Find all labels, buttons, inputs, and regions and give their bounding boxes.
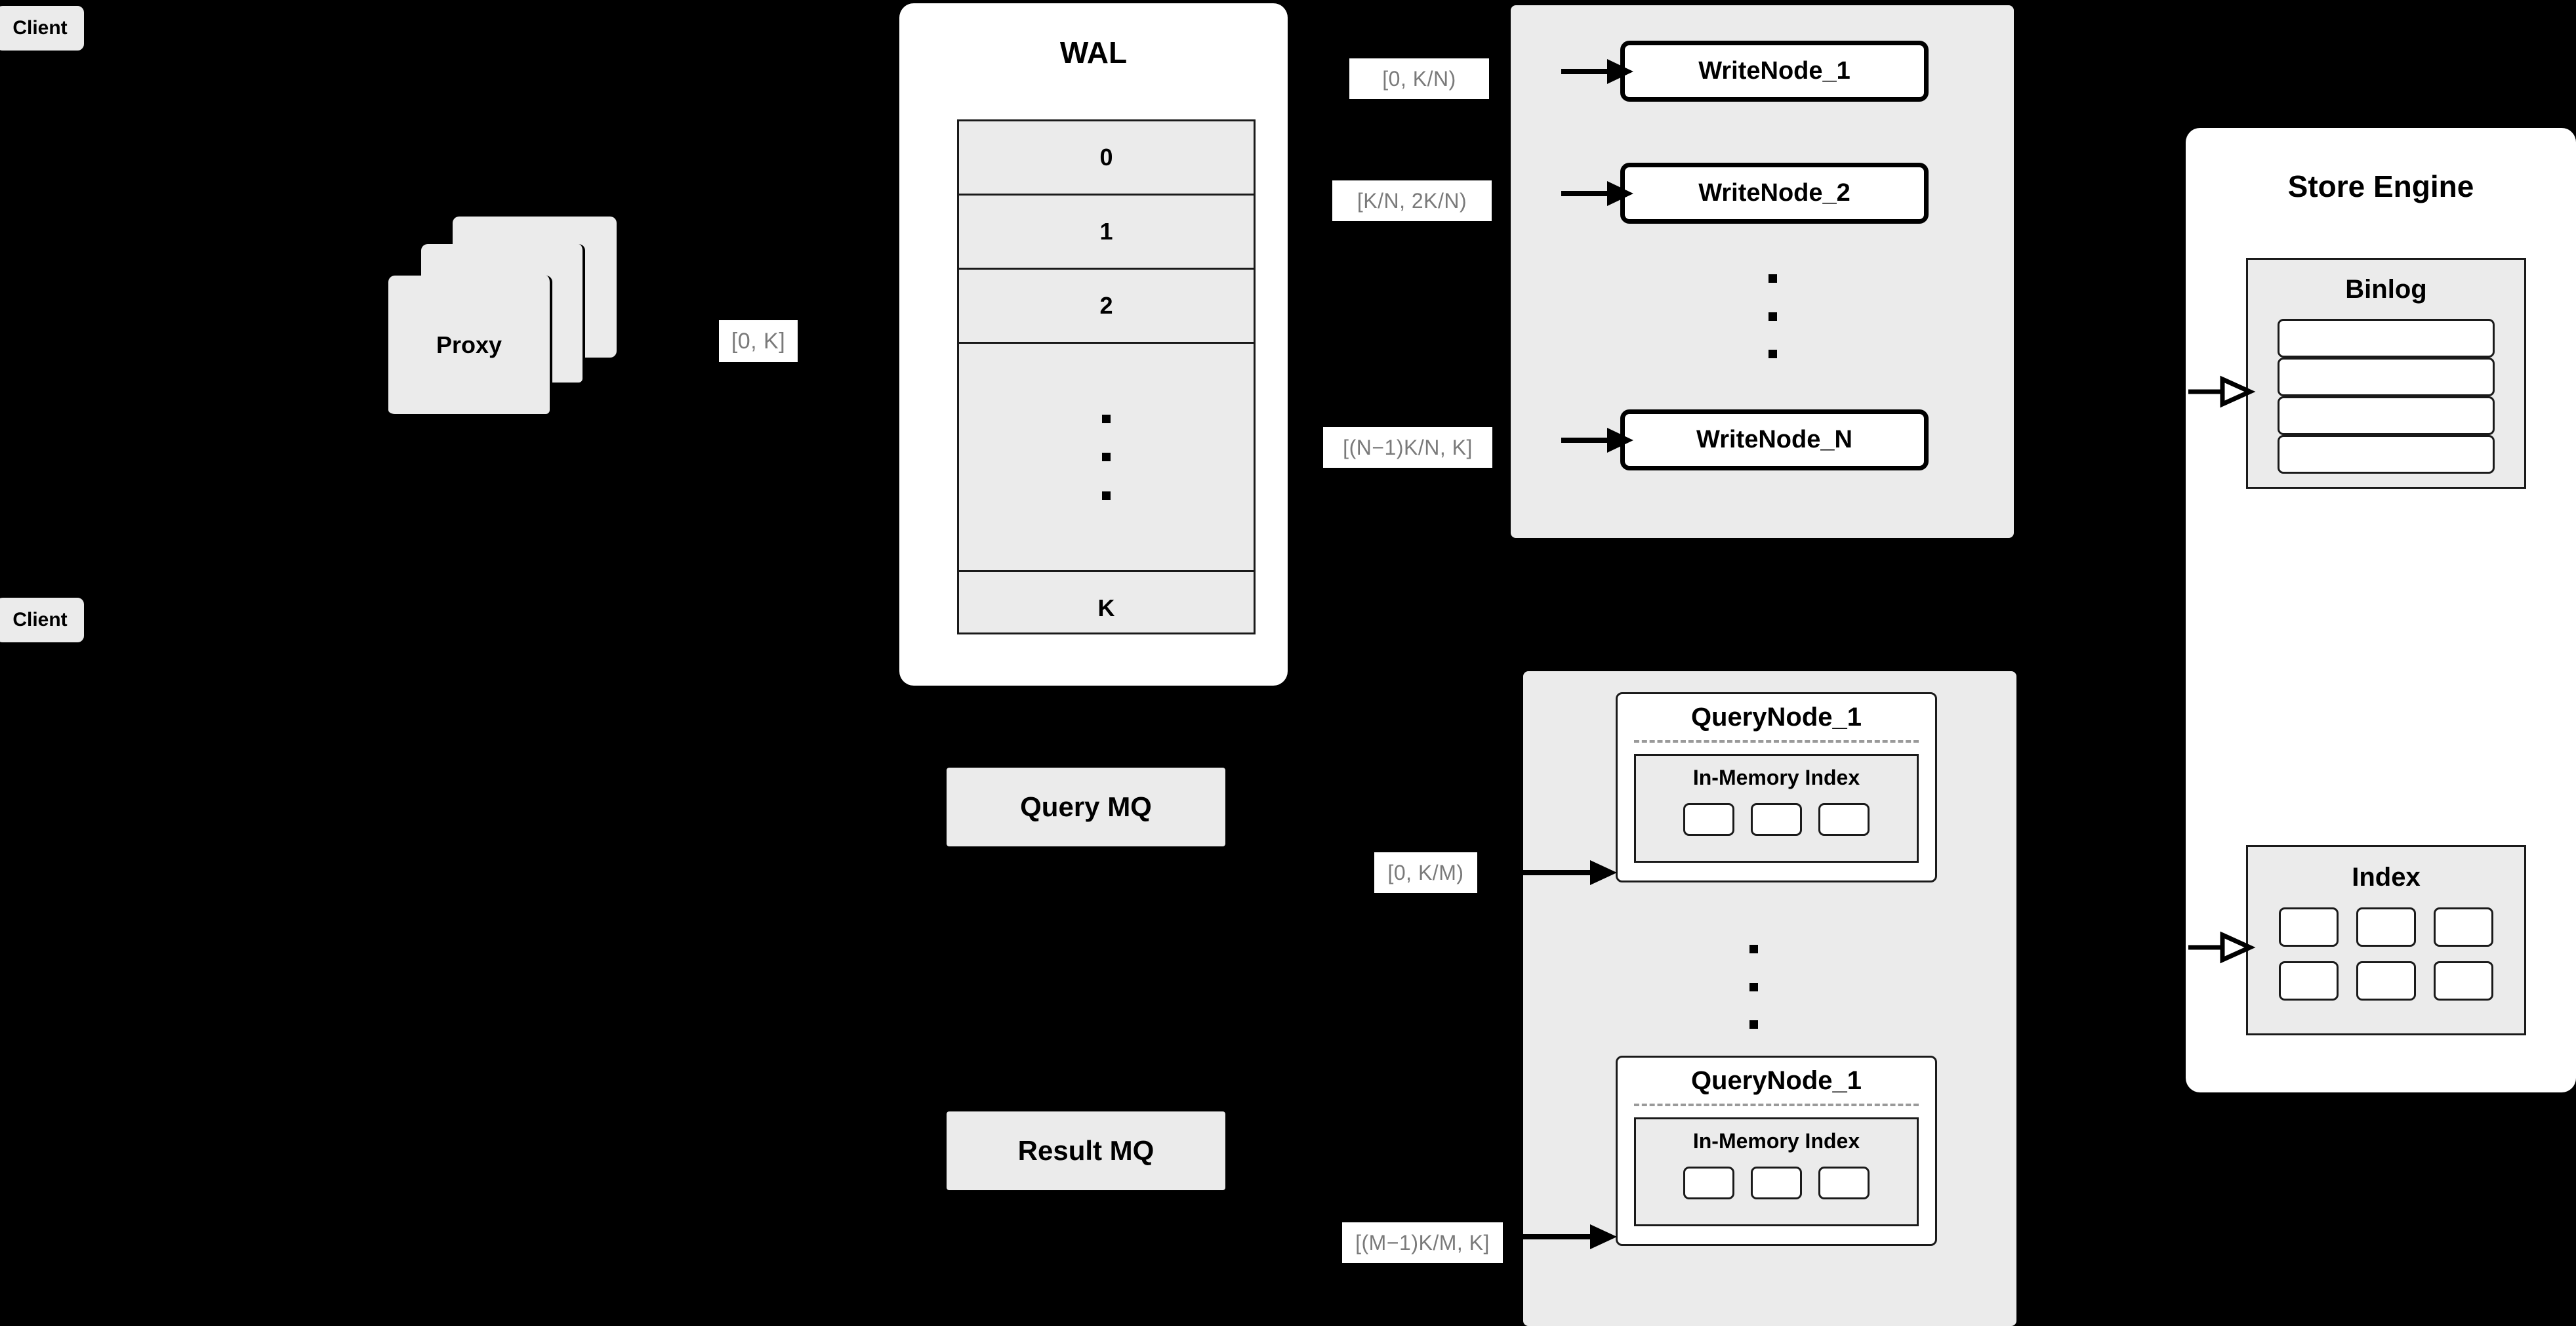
index-chip-1[interactable] xyxy=(2279,907,2339,947)
query-range-label-2: [(M−1)K/M, K] xyxy=(1342,1222,1503,1263)
query-node-2-title: QueryNode_1 xyxy=(1634,1058,1919,1104)
proxy-card-front[interactable]: Proxy xyxy=(388,276,552,417)
write-arrow-n xyxy=(1561,428,1633,453)
write-node-1-label: WriteNode_1 xyxy=(1698,57,1850,85)
query-mq-label: Query MQ xyxy=(1020,791,1152,822)
query-node-2-label: QueryNode_1 xyxy=(1690,1066,1862,1095)
query-range-text-1: [0, K/M) xyxy=(1387,860,1464,884)
wal-title-text: WAL xyxy=(1059,35,1128,70)
write-arrow-2 xyxy=(1561,181,1633,206)
query-node-2-index-title: In-Memory Index xyxy=(1636,1119,1917,1163)
wal-row-1[interactable]: 1 xyxy=(959,196,1254,270)
wal-row-label-2: 2 xyxy=(1099,292,1113,319)
wal-row-k[interactable]: K xyxy=(959,572,1254,644)
query-node-2-chip-3[interactable] xyxy=(1818,1167,1870,1199)
query-node-1-separator xyxy=(1634,740,1919,743)
query-node-1-chip-3[interactable] xyxy=(1818,803,1870,836)
write-range-text-2: [K/N, 2K/N) xyxy=(1357,188,1467,213)
query-node-1-chip-1[interactable] xyxy=(1683,803,1734,836)
index-chip-2[interactable] xyxy=(2356,907,2416,947)
wal-ellipsis-dots xyxy=(1102,414,1111,500)
binlog-box: Binlog xyxy=(2246,258,2526,489)
query-cluster-ellipsis xyxy=(1747,945,1760,1029)
write-range-label-1: [0, K/N) xyxy=(1349,58,1489,99)
query-arrow-1 xyxy=(1522,860,1617,885)
write-range-text-1: [0, K/N) xyxy=(1382,66,1456,91)
write-node-1[interactable]: WriteNode_1 xyxy=(1620,41,1929,102)
index-chip-6[interactable] xyxy=(2434,961,2493,1001)
query-node-1-chip-2[interactable] xyxy=(1751,803,1802,836)
write-node-2-label: WriteNode_2 xyxy=(1698,179,1850,207)
binlog-inflow-arrow xyxy=(2188,375,2256,408)
write-range-text-n: [(N−1)K/N, K] xyxy=(1343,435,1473,459)
query-mq-box[interactable]: Query MQ xyxy=(947,768,1225,846)
index-title: Index xyxy=(2248,847,2524,907)
query-node-1-index-title-text: In-Memory Index xyxy=(1692,765,1860,789)
query-node-1-title: QueryNode_1 xyxy=(1634,694,1919,740)
proxy-range-label: [0, K] xyxy=(719,320,798,362)
wal-row-0[interactable]: 0 xyxy=(959,121,1254,196)
binlog-row-1[interactable] xyxy=(2278,319,2495,358)
client-box-2[interactable]: Client xyxy=(0,598,84,642)
query-node-1[interactable]: QueryNode_1 In-Memory Index xyxy=(1616,692,1937,882)
client-box-1[interactable]: Client xyxy=(0,6,84,51)
write-arrow-1 xyxy=(1561,59,1633,84)
write-node-n-label: WriteNode_N xyxy=(1696,426,1852,453)
binlog-row-3[interactable] xyxy=(2278,396,2495,435)
wal-row-ellipsis xyxy=(959,344,1254,572)
binlog-row-2[interactable] xyxy=(2278,358,2495,396)
binlog-title: Binlog xyxy=(2248,260,2524,319)
query-node-1-index-title: In-Memory Index xyxy=(1636,756,1917,799)
index-inflow-arrow xyxy=(2188,931,2256,964)
write-range-label-n: [(N−1)K/N, K] xyxy=(1323,427,1492,468)
wal-row-label-k: K xyxy=(1097,594,1115,621)
wal-rows: 0 1 2 K xyxy=(957,119,1256,634)
index-chip-4[interactable] xyxy=(2279,961,2339,1001)
proxy-stack[interactable]: Proxy xyxy=(380,217,682,433)
binlog-row-4[interactable] xyxy=(2278,435,2495,474)
query-range-text-2: [(M−1)K/M, K] xyxy=(1355,1230,1490,1254)
query-node-2[interactable]: QueryNode_1 In-Memory Index xyxy=(1616,1056,1937,1246)
wal-panel: WAL 0 1 2 K xyxy=(899,3,1288,686)
wal-row-label-0: 0 xyxy=(1099,144,1113,171)
write-node-n[interactable]: WriteNode_N xyxy=(1620,409,1929,470)
query-range-label-1: [0, K/M) xyxy=(1374,852,1477,893)
query-node-2-separator xyxy=(1634,1104,1919,1106)
query-node-2-index-title-text: In-Memory Index xyxy=(1692,1129,1860,1153)
wal-row-label-1: 1 xyxy=(1099,218,1113,245)
binlog-title-text: Binlog xyxy=(2345,274,2427,304)
store-engine-title-text: Store Engine xyxy=(2287,169,2474,203)
client-label-1: Client xyxy=(12,17,68,39)
query-node-1-inmemory-index: In-Memory Index xyxy=(1634,754,1919,863)
index-chip-5[interactable] xyxy=(2356,961,2416,1001)
store-engine-title: Store Engine xyxy=(2186,169,2576,204)
query-node-2-chip-1[interactable] xyxy=(1683,1167,1734,1199)
proxy-range-text: [0, K] xyxy=(731,328,786,354)
wal-row-2[interactable]: 2 xyxy=(959,270,1254,344)
store-engine-panel: Store Engine Binlog Index xyxy=(2186,128,2576,1092)
proxy-label: Proxy xyxy=(436,331,502,358)
index-box: Index xyxy=(2246,845,2526,1035)
query-node-2-chip-2[interactable] xyxy=(1751,1167,1802,1199)
wal-title: WAL xyxy=(899,35,1288,70)
client-label-2: Client xyxy=(12,609,68,631)
query-arrow-2 xyxy=(1522,1224,1617,1249)
write-node-2[interactable]: WriteNode_2 xyxy=(1620,163,1929,224)
write-cluster-ellipsis xyxy=(1766,274,1779,358)
query-node-2-inmemory-index: In-Memory Index xyxy=(1634,1117,1919,1226)
index-title-text: Index xyxy=(2352,862,2421,892)
index-chip-3[interactable] xyxy=(2434,907,2493,947)
result-mq-label: Result MQ xyxy=(1017,1135,1155,1166)
write-range-label-2: [K/N, 2K/N) xyxy=(1332,180,1492,221)
query-node-1-label: QueryNode_1 xyxy=(1690,702,1862,732)
result-mq-box[interactable]: Result MQ xyxy=(947,1111,1225,1190)
